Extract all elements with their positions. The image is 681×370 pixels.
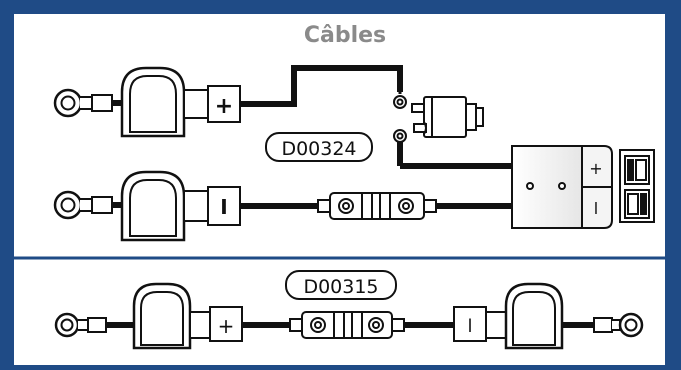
- ring-terminal: [54, 312, 107, 338]
- diagram-title: Câbles: [304, 23, 386, 48]
- anderson-connector: [511, 145, 613, 229]
- connector-face: [619, 149, 655, 223]
- inline-switch: [393, 95, 484, 143]
- terminal-boot: [120, 170, 209, 242]
- minus-sleeve: [207, 186, 241, 226]
- terminal-boot: [504, 282, 564, 350]
- connector-minus-symbol: l: [594, 199, 598, 218]
- ring-terminal: [53, 190, 113, 220]
- negative-cable-assembly: [53, 170, 512, 242]
- positive-cable-assembly: [53, 65, 403, 138]
- kit-label-box: [265, 132, 373, 162]
- inline-fuse: [317, 192, 437, 220]
- terminal-boot: [132, 282, 211, 350]
- kit-label-box-2: [285, 270, 397, 300]
- jumper-cable-assembly: [54, 282, 644, 350]
- ring-terminal: [593, 312, 644, 338]
- plus-symbol: +: [218, 314, 235, 338]
- minus-symbol: I: [220, 195, 227, 219]
- kit-label-d00324: D00324: [281, 138, 356, 160]
- plus-symbol: +: [215, 94, 233, 119]
- inline-fuse: [289, 311, 405, 339]
- minus-sleeve: [453, 306, 487, 342]
- minus-symbol: l: [467, 316, 472, 337]
- connector-plus-symbol: +: [589, 159, 602, 178]
- kit-label-d00315: D00315: [303, 276, 378, 298]
- positive-cable-wire: [240, 65, 403, 107]
- plus-sleeve: [209, 306, 243, 342]
